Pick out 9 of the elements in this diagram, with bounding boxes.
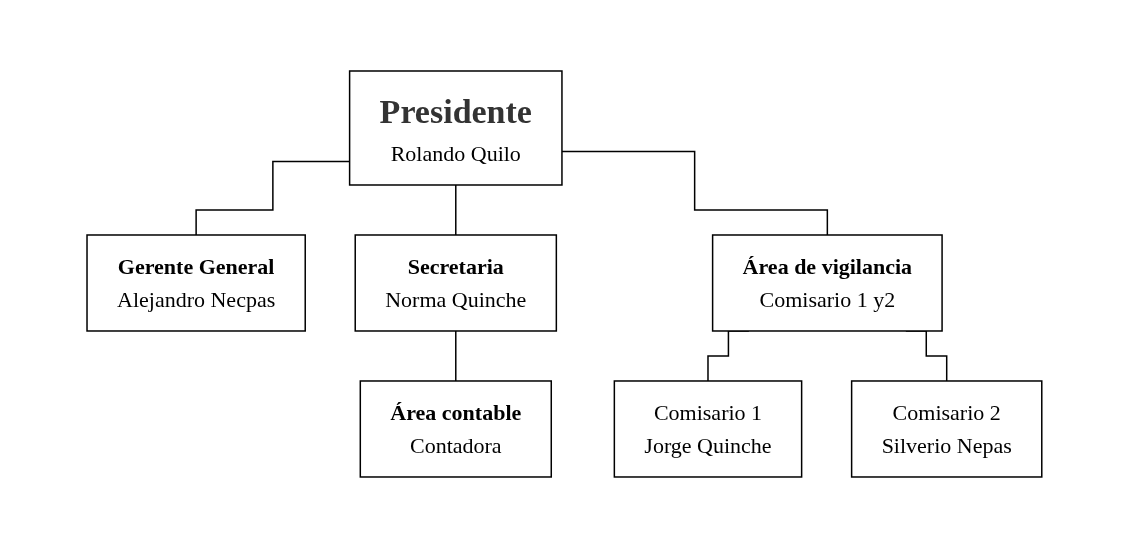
node-box: Área de vigilancia Comisario 1 y2 — [711, 233, 943, 332]
node-box: Comisario 1 Jorge Quinche — [613, 379, 803, 478]
node-box: Secretaria Norma Quinche — [354, 233, 558, 332]
connector — [455, 183, 457, 236]
node-box: Comisario 2 Silverio Nepas — [851, 379, 1043, 478]
node-box: Área contable Contadora — [359, 379, 553, 478]
node-box: Gerente General Alejandro Necpas — [86, 233, 307, 332]
connector — [455, 329, 457, 382]
node-box: Presidente Rolando Quilo — [348, 69, 563, 186]
